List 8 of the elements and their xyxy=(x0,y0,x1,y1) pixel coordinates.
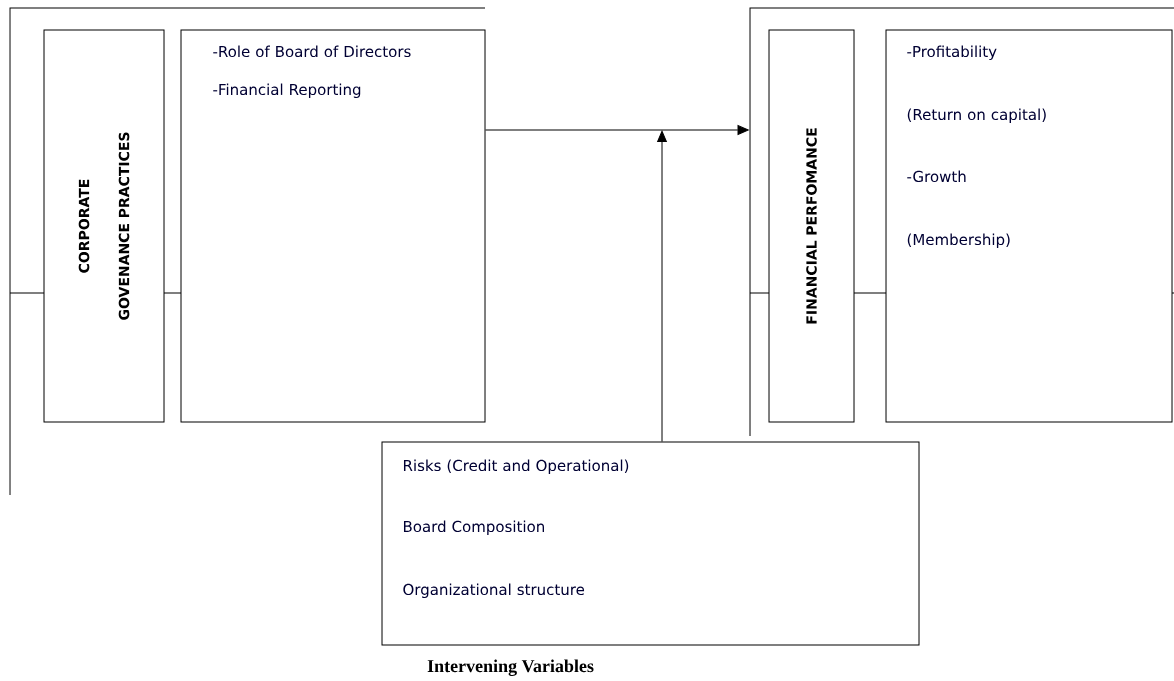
heading-box: FINANCIAL PERFOMANCE xyxy=(768,29,855,423)
heading-box: CORPORATE GOVENANCE PRACTICES xyxy=(43,29,165,423)
variables-box: -Role of Board of Directors -Financial Reporting xyxy=(180,29,486,423)
variables-box: Risks (Credit and Operational) Board Composition Organizational structure xyxy=(381,441,920,646)
variables-label: Intervening Variables xyxy=(427,659,594,676)
variables-box: -Profitability (Return on capital) -Growth (Membership) xyxy=(885,29,1173,423)
arrow xyxy=(657,130,667,442)
arrow xyxy=(485,125,749,135)
